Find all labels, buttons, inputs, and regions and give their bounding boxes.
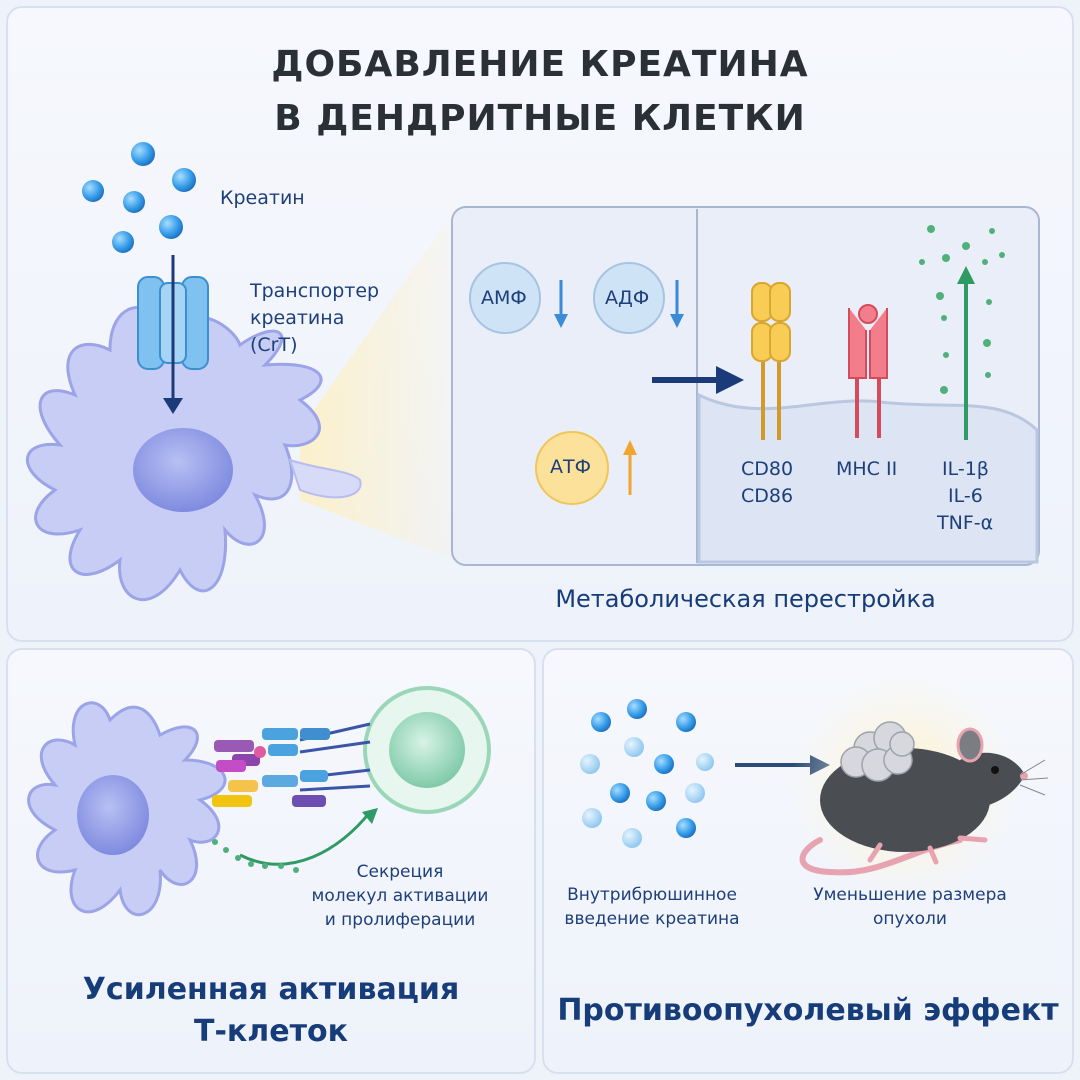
page-title-line1: ДОБАВЛЕНИЕ КРЕАТИНА [271, 44, 809, 85]
cytokine-dots [919, 225, 1005, 394]
metabolic-caption: Метаболическая перестройка [555, 585, 936, 613]
tumor-line1: Уменьшение размера [813, 885, 1007, 905]
cd86-label: CD86 [741, 485, 794, 507]
secretion-line1: Секреция [356, 862, 444, 882]
immune-synapse [212, 722, 371, 807]
injection-line1: Внутрибрюшинное [567, 885, 737, 905]
zoom-beam [300, 210, 455, 560]
il1b-label: IL-1β [942, 458, 989, 480]
secretion-line2: молекул активации [311, 886, 489, 906]
antitumor-caption: Противоопухолевый эффект [557, 993, 1059, 1028]
atp-label: АТФ [550, 456, 591, 478]
mhc-ii-receptor [848, 304, 888, 438]
secretion-line3: и пролиферации [324, 910, 476, 930]
mouse-illustration [799, 721, 1049, 876]
tnf-label: TNF-α [937, 512, 994, 534]
page-title-line2: В ДЕНДРИТНЫЕ КЛЕТКИ [274, 98, 806, 139]
amp-label: АМФ [481, 287, 527, 309]
il6-label: IL-6 [948, 485, 983, 507]
creatine-label: Креатин [220, 187, 305, 209]
creatine-molecules [82, 142, 196, 253]
cd80-label: CD80 [741, 458, 794, 480]
transporter-label-line1: Транспортер [250, 280, 380, 302]
mhc-label: MHC II [836, 458, 898, 480]
transporter-label-line2: креатина [250, 307, 345, 329]
t-cell-caption-line1: Усиленная активация [82, 972, 460, 1007]
tumor-cluster [840, 721, 915, 782]
t-cell-caption-line2: Т-клеток [194, 1014, 348, 1049]
cd80-cd86-receptor [751, 282, 791, 440]
adp-label: АДФ [605, 287, 650, 309]
transporter-label-line3: (CrT) [250, 334, 298, 356]
creatine-transporter [137, 255, 209, 414]
injection-line2: введение креатина [564, 909, 740, 929]
tumor-line2: опухоли [873, 909, 947, 929]
creatine-injection-balls [580, 699, 714, 848]
